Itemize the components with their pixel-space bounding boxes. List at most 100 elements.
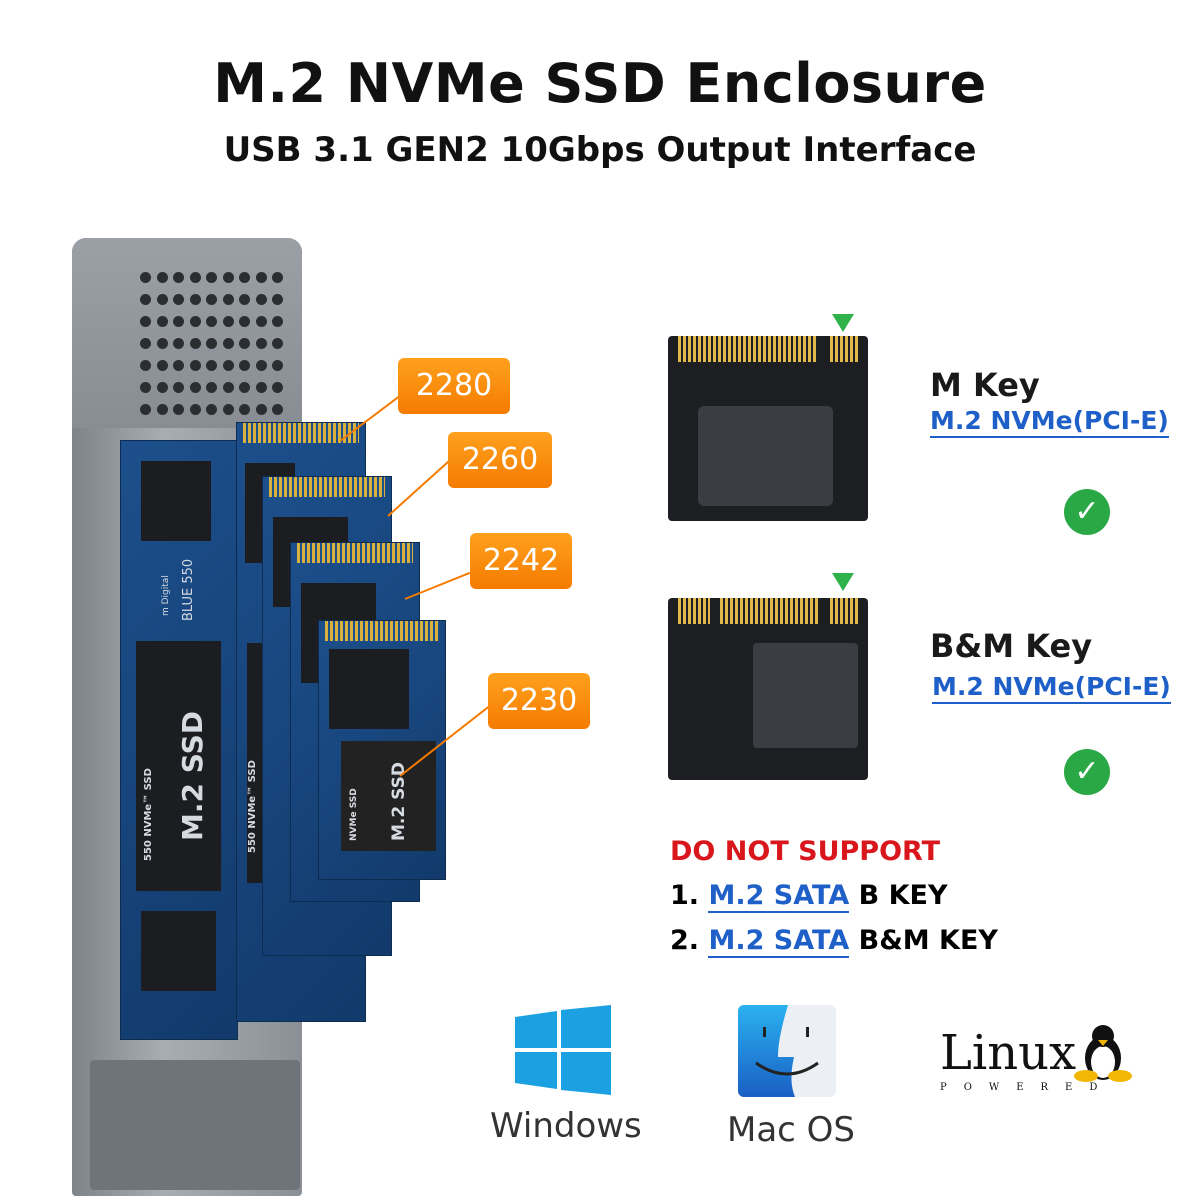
vent-hole [239,316,251,327]
vent-hole [173,294,185,305]
vent-hole [189,294,201,305]
size-tag-2230: 2230 [488,673,590,729]
check-icon: ✓ [1064,489,1110,535]
vent-hole [206,294,218,305]
vent-hole [173,382,185,393]
vent-hole [272,272,284,283]
not-supported-heading: DO NOT SUPPORT [670,836,941,867]
ssd-label-small: 550 NVMe™ SSD [143,768,154,861]
vent-hole [272,404,284,415]
m-key-interface: M.2 NVMe(PCI-E) [930,406,1169,438]
vent-hole [255,382,267,393]
vent-hole [140,294,151,305]
vent-hole [222,316,234,327]
tux-icon [1074,1025,1132,1082]
vent-hole [189,404,201,415]
size-tag-2280: 2280 [398,358,510,414]
vent-hole [222,360,234,371]
m-key-card-image [668,336,868,521]
vent-hole [173,316,185,327]
vent-hole [189,338,201,349]
page-title: M.2 NVMe SSD Enclosure [213,52,987,115]
vent-hole [206,382,218,393]
ssd-label-small: NVMe SSD [349,788,359,841]
size-tag-2260: 2260 [448,432,552,488]
size-tag-2242: 2242 [470,533,572,589]
windows-icon [515,1005,611,1095]
page-subtitle: USB 3.1 GEN2 10Gbps Output Interface [223,130,977,170]
notch-indicator-icon [832,314,854,332]
vent-hole [156,316,168,327]
ssd-label: M.2 SSD [176,710,209,841]
vent-hole [255,360,267,371]
macos-label: Mac OS [727,1110,856,1150]
vent-hole [222,338,234,349]
vent-hole [239,360,251,371]
ssd-card-large: M.2 SSD 550 NVMe™ SSD BLUE 550 m Digital [120,440,238,1040]
enclosure-end [90,1060,300,1190]
vent-hole [173,360,185,371]
vent-hole [222,272,234,283]
item-key: B&M KEY [858,925,998,956]
vent-hole [189,360,201,371]
vent-hole [206,316,218,327]
vent-hole [255,316,267,327]
vent-hole [140,360,151,371]
vent-hole [239,338,251,349]
vent-hole [272,316,284,327]
ssd-brand: BLUE 550 [181,558,196,621]
linux-wordmark: Linux [940,1025,1077,1081]
vent-hole [272,338,284,349]
bm-key-interface: M.2 NVMe(PCI-E) [932,672,1171,704]
vent-hole [156,404,168,415]
vent-hole [222,294,234,305]
windows-label: Windows [490,1106,642,1146]
linux-powered: POWERED [940,1082,1115,1093]
vent-hole [206,272,218,283]
vent-hole [189,316,201,327]
vent-hole [239,382,251,393]
vent-hole [255,294,267,305]
vent-hole [140,338,151,349]
vent-hole [206,360,218,371]
vent-hole [272,294,284,305]
vent-hole [239,294,251,305]
item-type: M.2 SATA [708,925,850,958]
vent-hole [272,360,284,371]
vent-hole [156,382,168,393]
bm-key-label: B&M Key [930,627,1093,665]
ssd-label-small: 550 NVMe™ SSD [247,760,258,853]
bm-key-card-image [668,598,868,780]
item-number: 1. [670,880,700,911]
leader-line [387,458,452,517]
item-key: B KEY [858,880,948,911]
vent-hole [156,338,168,349]
vent-hole [173,404,185,415]
vent-hole [189,272,201,283]
ssd-card-2230: M.2 SSD NVMe SSD [318,620,446,880]
not-supported-item-1: 1. M.2 SATA B KEY [670,880,948,913]
vent-hole [255,338,267,349]
item-number: 2. [670,925,700,956]
vent-hole [239,404,251,415]
vent-hole [239,272,251,283]
item-type: M.2 SATA [708,880,850,913]
finder-icon [738,1005,836,1097]
enclosure-cap [72,238,302,428]
not-supported-item-2: 2. M.2 SATA B&M KEY [670,925,998,958]
vent-hole [173,338,185,349]
vent-hole [156,294,168,305]
vent-hole [140,382,151,393]
vent-hole [173,272,185,283]
vent-hole [140,404,151,415]
notch-indicator-icon [832,573,854,591]
vent-hole [140,272,151,283]
vent-hole [189,382,201,393]
vent-hole [206,338,218,349]
vent-hole [255,404,267,415]
vent-hole [206,404,218,415]
m-key-label: M Key [930,366,1040,404]
vent-hole [156,360,168,371]
vent-holes [140,272,285,422]
vent-hole [140,316,151,327]
